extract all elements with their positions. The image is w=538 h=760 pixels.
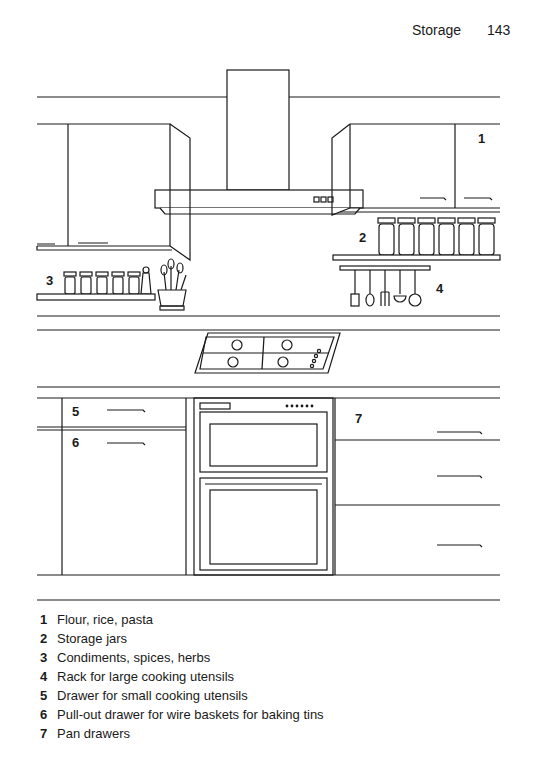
key-text: Rack for large cooking utensils [57, 669, 234, 685]
callout-number: 2 [359, 230, 366, 246]
key-number: 3 [40, 650, 47, 666]
key-number: 2 [40, 631, 47, 647]
running-header: Storage [412, 22, 461, 39]
key-number: 1 [40, 612, 47, 628]
key-text: Flour, rice, pasta [57, 612, 153, 628]
key-number: 6 [40, 707, 47, 723]
callout-number: 1 [478, 131, 485, 147]
key-text: Pull-out drawer for wire baskets for bak… [57, 707, 324, 723]
callout-number: 7 [355, 411, 362, 427]
key-number: 7 [40, 726, 47, 742]
key-number: 5 [40, 688, 47, 704]
callout-number: 6 [72, 435, 79, 451]
page-number: 143 [487, 22, 510, 39]
callout-number: 4 [436, 281, 443, 297]
key-text: Drawer for small cooking utensils [57, 688, 248, 704]
key-text: Pan drawers [57, 726, 130, 742]
callout-number: 3 [46, 273, 53, 289]
key-number: 4 [40, 669, 47, 685]
key-text: Storage jars [57, 631, 127, 647]
key-text: Condiments, spices, herbs [57, 650, 210, 666]
callout-number: 5 [72, 404, 79, 420]
